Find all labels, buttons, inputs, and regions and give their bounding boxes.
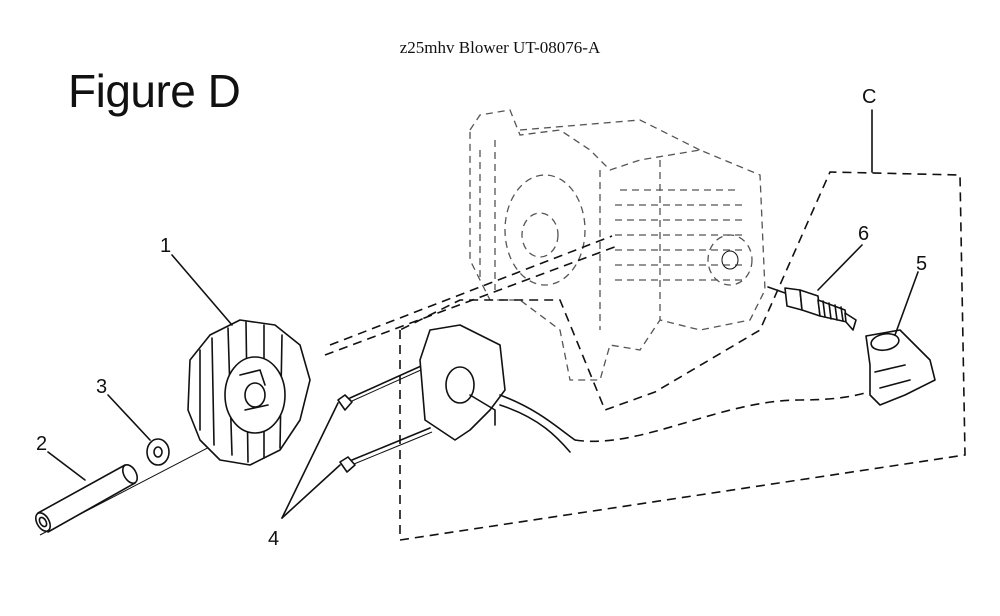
callout-c: C xyxy=(862,86,876,108)
leader-lines xyxy=(47,109,919,519)
part-1-flywheel xyxy=(187,319,311,466)
part-2-sleeve xyxy=(34,464,139,533)
part-5-boot xyxy=(865,329,936,406)
callout-4: 4 xyxy=(268,528,279,550)
assembly-c-boundary xyxy=(399,171,966,541)
callout-2: 2 xyxy=(36,433,47,455)
page-title: z25mhv Blower UT-08076-A xyxy=(399,38,601,57)
part-4-screws xyxy=(337,361,433,473)
callout-5: 5 xyxy=(916,253,927,275)
part-6-spark-plug xyxy=(767,286,857,331)
ignition-lead xyxy=(574,389,876,442)
callout-3: 3 xyxy=(96,376,107,398)
callout-6: 6 xyxy=(858,223,869,245)
figure-label: Figure D xyxy=(68,65,241,117)
ignition-module xyxy=(419,324,576,453)
callout-1: 1 xyxy=(160,235,171,257)
engine-block-ghost xyxy=(469,109,766,381)
part-3-washer xyxy=(146,438,170,466)
crankshaft-axis xyxy=(39,235,621,536)
